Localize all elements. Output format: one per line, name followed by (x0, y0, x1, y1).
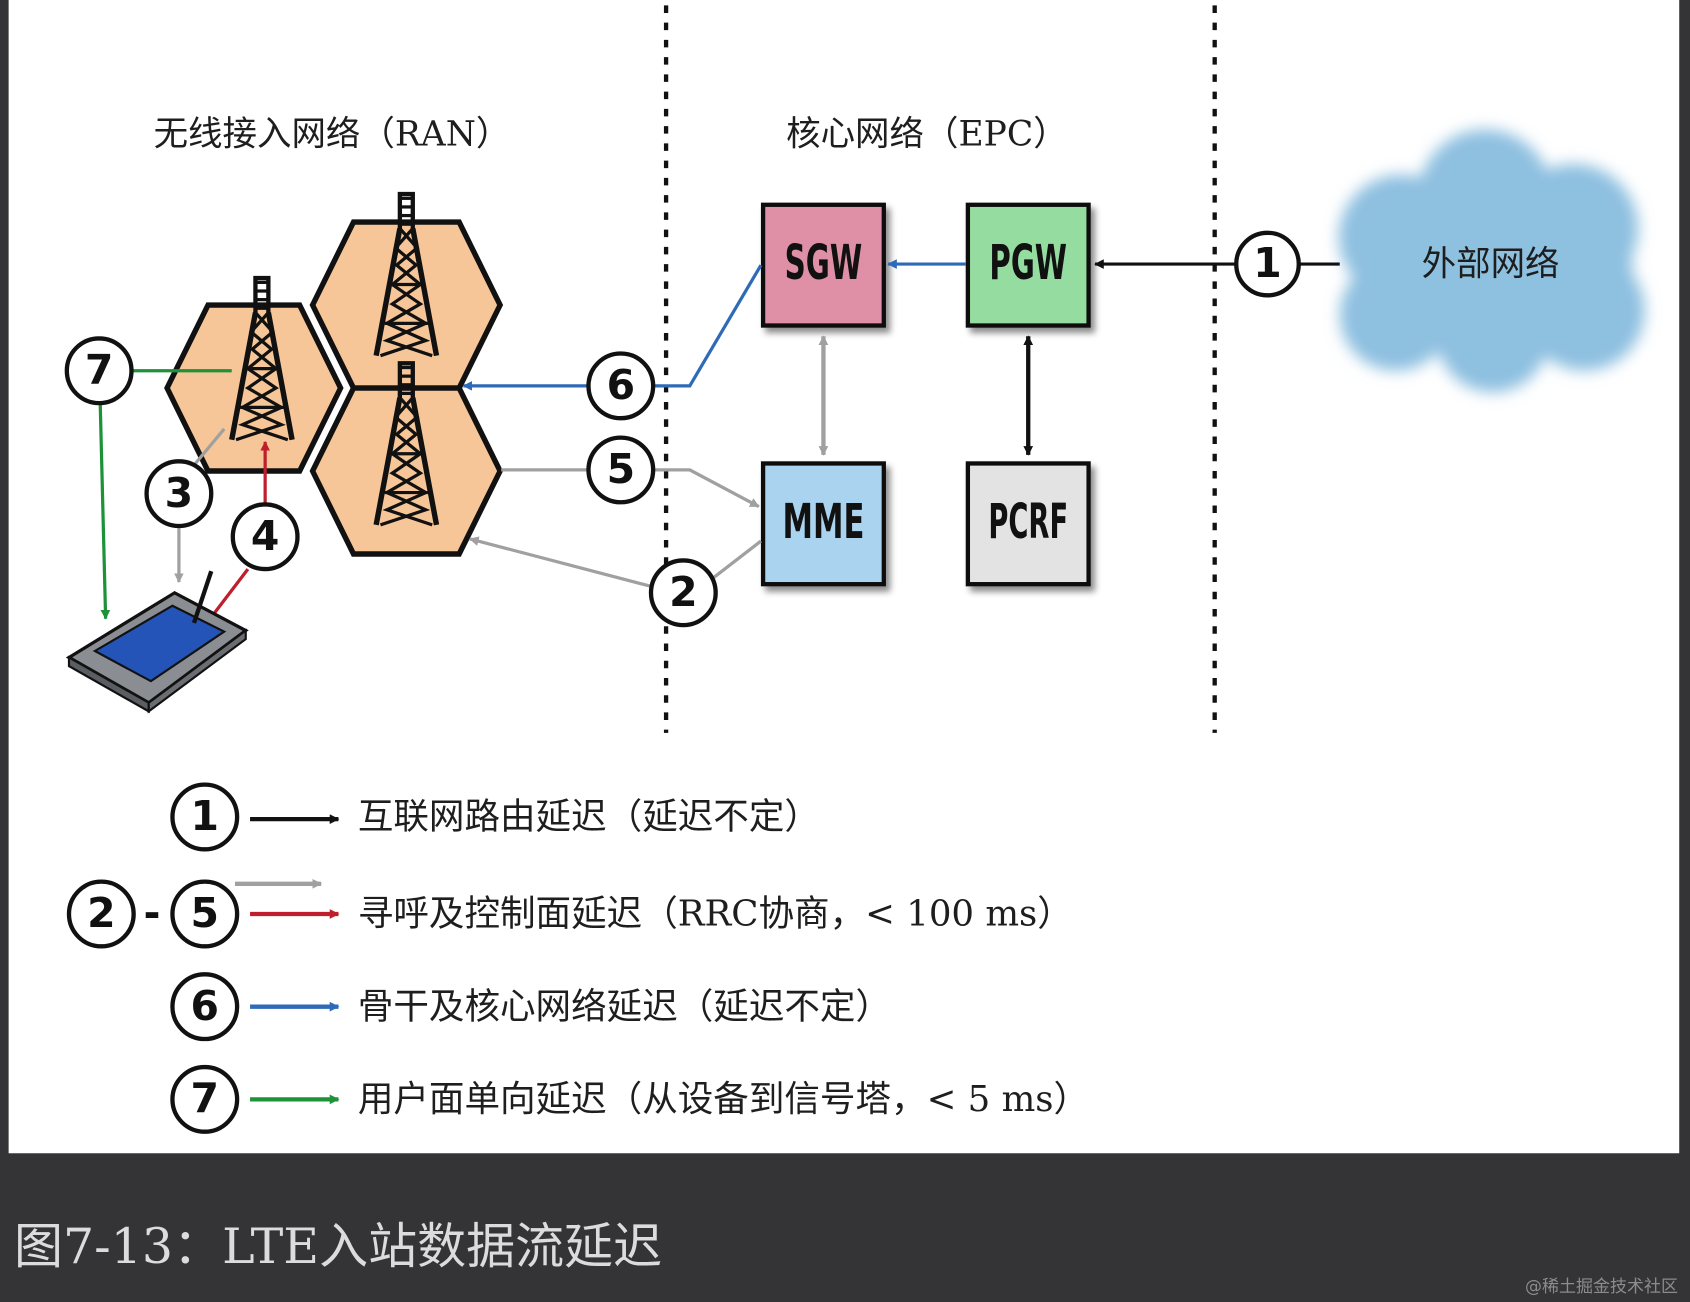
svg-text:1: 1 (191, 792, 219, 840)
svg-text:7: 7 (85, 346, 113, 394)
legend-row-internet: 1 互联网路由延迟（延迟不定） (170, 782, 820, 852)
sgw-label: SGW (785, 235, 863, 291)
marker-4: 4 (230, 502, 300, 572)
svg-text:7: 7 (191, 1075, 219, 1123)
marker-3: 3 (144, 459, 214, 529)
external-network-label: 外部网络 (1422, 245, 1560, 285)
marker-5: 5 (586, 435, 656, 505)
pgw-label: PGW (989, 235, 1067, 291)
user-plane-arrow (98, 404, 111, 620)
legend-row-backbone: 6 骨干及核心网络延迟（延迟不定） (170, 972, 891, 1042)
svg-text:6: 6 (191, 982, 219, 1030)
svg-text:6: 6 (607, 361, 635, 409)
legend-row-user-plane: 7 用户面单向延迟（从设备到信号塔，< 5 ms） (170, 1064, 1089, 1134)
marker-6: 6 (586, 351, 656, 421)
figure-caption: 图7-13：LTE入站数据流延迟 (14, 1218, 663, 1275)
ran-region-label: 无线接入网络（RAN） (154, 114, 511, 154)
legend-backbone-text: 骨干及核心网络延迟（延迟不定） (358, 986, 891, 1027)
svg-text:2: 2 (87, 889, 115, 937)
marker-2: 2 (648, 558, 718, 628)
pcrf-label: PCRF (988, 494, 1068, 550)
svg-text:-: - (143, 889, 160, 937)
legend-user-plane-text: 用户面单向延迟（从设备到信号塔，< 5 ms） (358, 1079, 1089, 1120)
marker-7: 7 (64, 336, 134, 406)
svg-text:1: 1 (1253, 239, 1281, 287)
svg-text:5: 5 (607, 445, 635, 493)
sgw-box (760, 202, 886, 328)
watermark: @稀土掘金技术社区 (1525, 1277, 1678, 1297)
mme-box (760, 461, 886, 587)
cell-hexagon-left (164, 302, 344, 474)
legend-row-control: 2 - 5 寻呼及控制面延迟（RRC协商，< 100 ms） (66, 878, 1073, 949)
cell-hexagon-bottom (309, 385, 504, 557)
svg-text:3: 3 (165, 469, 193, 517)
mme-to-tower-arrow (468, 536, 652, 588)
marker-1: 1 (1234, 230, 1301, 298)
legend-internet-text: 互联网路由延迟（延迟不定） (358, 797, 820, 838)
svg-text:4: 4 (251, 512, 279, 560)
connectors (98, 259, 1340, 620)
tower-to-mme-arrow (653, 468, 760, 509)
pgw-box (965, 202, 1091, 328)
cell-hexagons (164, 219, 504, 557)
cloud-icon (1338, 129, 1645, 393)
svg-text:5: 5 (191, 889, 219, 937)
epc-region-label: 核心网络（EPC） (786, 114, 1068, 154)
svg-text:2: 2 (669, 568, 697, 616)
legend: 1 互联网路由延迟（延迟不定） 2 - 5 寻呼及控制面延迟（RRC协商，< 1… (66, 782, 1089, 1134)
tablet-device-icon (65, 570, 249, 714)
legend-control-text: 寻呼及控制面延迟（RRC协商，< 100 ms） (358, 894, 1073, 935)
pcrf-box (965, 461, 1091, 587)
mme-label: MME (782, 494, 864, 550)
